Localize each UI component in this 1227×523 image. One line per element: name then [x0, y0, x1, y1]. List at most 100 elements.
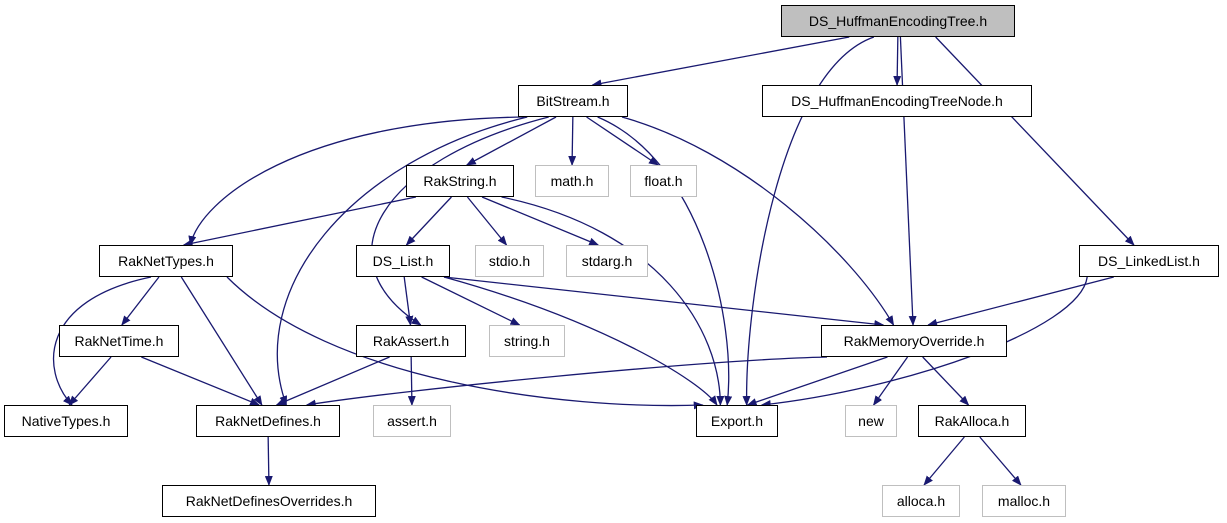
node-stdarg[interactable]: stdarg.h [566, 245, 648, 277]
node-root[interactable]: DS_HuffmanEncodingTree.h [781, 5, 1015, 37]
edge-linkedlist-to-rakmemory [927, 276, 1114, 327]
edges-layer [53, 36, 1135, 486]
node-assert[interactable]: assert.h [373, 405, 451, 437]
node-label-dslist: DS_List.h [373, 253, 434, 269]
node-box-string[interactable] [489, 325, 565, 357]
node-box-dslist[interactable] [356, 245, 450, 277]
edge-dslist-to-rakassert [403, 276, 414, 326]
node-box-math[interactable] [535, 165, 609, 197]
node-box-raknettypes[interactable] [99, 245, 233, 277]
node-label-rakstring: RakString.h [423, 173, 496, 189]
node-linkedlist[interactable]: DS_LinkedList.h [1079, 245, 1219, 277]
edge-bitstream-to-raknettypes [188, 116, 525, 246]
node-label-rakalloca: RakAlloca.h [935, 413, 1010, 429]
edge-root-to-rakmemory [899, 36, 917, 326]
node-label-rakmemory: RakMemoryOverride.h [844, 333, 985, 349]
edge-dslist-to-export [443, 276, 718, 406]
node-box-new[interactable] [845, 405, 897, 437]
node-label-linkedlist: DS_LinkedList.h [1098, 253, 1200, 269]
node-rakmemory[interactable]: RakMemoryOverride.h [821, 325, 1007, 357]
edge-rakstring-to-stdarg [481, 196, 600, 246]
node-label-nativetypes: NativeTypes.h [22, 413, 111, 429]
node-malloc[interactable]: malloc.h [982, 485, 1066, 517]
node-box-stdio[interactable] [475, 245, 544, 277]
node-label-alloca: alloca.h [897, 493, 945, 509]
node-math[interactable]: math.h [535, 165, 609, 197]
node-label-stdarg: stdarg.h [582, 253, 633, 269]
edge-root-to-treenode [893, 36, 902, 86]
edge-bitstream-to-math [568, 116, 577, 166]
node-label-bitstream: BitStream.h [536, 93, 609, 109]
node-box-float[interactable] [630, 165, 697, 197]
node-box-alloca[interactable] [882, 485, 960, 517]
node-label-new: new [858, 413, 885, 429]
node-export[interactable]: Export.h [696, 405, 778, 437]
node-bitstream[interactable]: BitStream.h [518, 85, 628, 117]
node-nativetypes[interactable]: NativeTypes.h [4, 405, 128, 437]
node-box-raknettime[interactable] [59, 325, 179, 357]
node-box-malloc[interactable] [982, 485, 1066, 517]
edge-rakmemory-to-raknetdefines [305, 356, 828, 408]
node-label-root: DS_HuffmanEncodingTree.h [809, 13, 987, 29]
node-box-root[interactable] [781, 5, 1015, 37]
edge-raknettime-to-nativetypes [68, 356, 112, 406]
node-box-nativetypes[interactable] [4, 405, 128, 437]
node-box-rakalloca[interactable] [918, 405, 1026, 437]
node-label-math: math.h [551, 173, 594, 189]
node-box-raknetdefines[interactable] [196, 405, 340, 437]
node-label-malloc: malloc.h [998, 493, 1050, 509]
node-raknettypes[interactable]: RakNetTypes.h [99, 245, 233, 277]
node-overrides[interactable]: RakNetDefinesOverrides.h [162, 485, 376, 517]
edge-bitstream-to-rakstring [465, 116, 557, 166]
node-box-treenode[interactable] [762, 85, 1032, 117]
node-dslist[interactable]: DS_List.h [356, 245, 450, 277]
node-float[interactable]: float.h [630, 165, 697, 197]
edge-rakalloca-to-alloca [923, 436, 965, 486]
edge-raknettypes-to-raknettime [121, 276, 160, 326]
edge-raknetdefines-to-overrides [264, 436, 273, 486]
node-box-bitstream[interactable] [518, 85, 628, 117]
edge-dslist-to-rakmemory [443, 276, 885, 328]
node-string[interactable]: string.h [489, 325, 565, 357]
edge-rakassert-to-assert [407, 356, 416, 406]
edge-rakmemory-to-rakalloca [922, 356, 970, 406]
edge-bitstream-to-raknetdefines [276, 116, 528, 406]
edge-dslist-to-string [421, 276, 521, 326]
node-raknettime[interactable]: RakNetTime.h [59, 325, 179, 357]
node-label-stdio: stdio.h [489, 253, 530, 269]
edge-raknettypes-to-export [226, 276, 704, 410]
edge-rakstring-to-raknettypes [182, 196, 417, 248]
node-label-rakassert: RakAssert.h [373, 333, 449, 349]
node-box-linkedlist[interactable] [1079, 245, 1219, 277]
edge-raknettypes-to-raknetdefines [180, 276, 263, 406]
edge-rakstring-to-stdio [466, 196, 508, 246]
node-box-overrides[interactable] [162, 485, 376, 517]
edge-bitstream-to-float [586, 116, 659, 166]
node-rakalloca[interactable]: RakAlloca.h [918, 405, 1026, 437]
node-label-treenode: DS_HuffmanEncodingTreeNode.h [791, 93, 1003, 109]
node-raknetdefines[interactable]: RakNetDefines.h [196, 405, 340, 437]
edge-root-to-bitstream [591, 36, 850, 88]
node-label-export: Export.h [711, 413, 763, 429]
edge-bitstream-to-rakassert [370, 116, 549, 326]
node-box-export[interactable] [696, 405, 778, 437]
edge-rakalloca-to-malloc [979, 436, 1022, 486]
node-box-rakassert[interactable] [356, 325, 466, 357]
node-box-rakstring[interactable] [406, 165, 514, 197]
node-box-rakmemory[interactable] [821, 325, 1007, 357]
node-box-assert[interactable] [373, 405, 451, 437]
node-treenode[interactable]: DS_HuffmanEncodingTreeNode.h [762, 85, 1032, 117]
node-stdio[interactable]: stdio.h [475, 245, 544, 277]
edge-rakmemory-to-export [746, 356, 888, 406]
edge-rakstring-to-export [501, 196, 725, 406]
edge-raknettypes-to-nativetypes [53, 276, 152, 406]
node-rakassert[interactable]: RakAssert.h [356, 325, 466, 357]
node-alloca[interactable]: alloca.h [882, 485, 960, 517]
node-box-stdarg[interactable] [566, 245, 648, 277]
node-new[interactable]: new [845, 405, 897, 437]
node-label-raknetdefines: RakNetDefines.h [215, 413, 321, 429]
edge-bitstream-to-rakmemory [621, 116, 895, 326]
node-label-overrides: RakNetDefinesOverrides.h [186, 493, 353, 509]
node-rakstring[interactable]: RakString.h [406, 165, 514, 197]
